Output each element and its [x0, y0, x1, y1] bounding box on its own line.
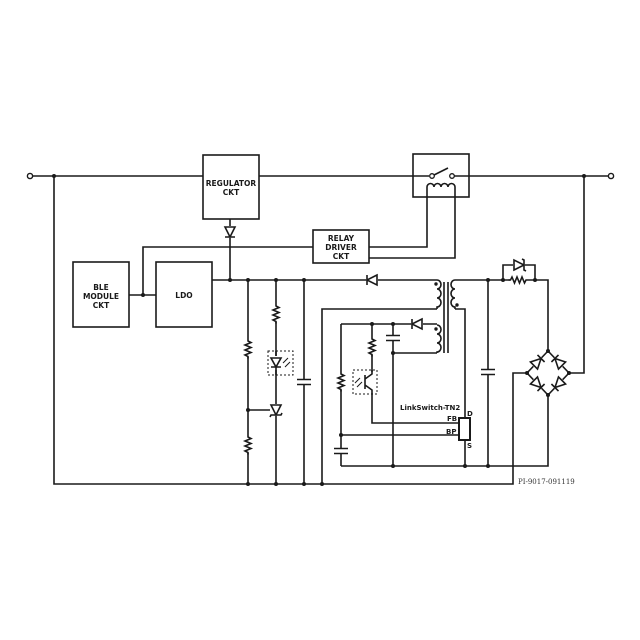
regulator-label: REGULATOR [206, 179, 257, 188]
pin-bp-label: BP [446, 428, 456, 436]
bias-diode-icon [410, 317, 424, 331]
transformer-icon [434, 279, 459, 353]
optocoupler-transistor-icon [352, 369, 459, 424]
pin-d-label: D [467, 410, 473, 418]
ble-module-block: BLE MODULE CKT [72, 261, 130, 328]
resistor-icon [335, 371, 347, 393]
capacitor-icon [332, 447, 350, 455]
relay-driver-label: RELAY [328, 234, 355, 243]
resistor-icon [270, 303, 282, 325]
ble-label-3: CKT [93, 301, 110, 310]
resistor-icon [366, 336, 378, 358]
regulator-block: REGULATOR CKT [202, 154, 260, 220]
capacitor-icon [384, 334, 402, 342]
pin-fb-label: FB [447, 415, 457, 423]
bridge-rectifier-icon [525, 349, 571, 397]
zener-icon [269, 403, 283, 418]
relay-coil-icon [426, 182, 456, 197]
diode-icon [223, 225, 237, 239]
ble-label-2: MODULE [83, 292, 119, 301]
linkswitch-ic: LinkSwitch-TN2 D FB BP S [400, 404, 473, 450]
input-terminal-left [26, 172, 34, 180]
resistor-icon [242, 338, 254, 360]
pin-s-label: S [467, 442, 472, 450]
relay-driver-block: RELAY DRIVER CKT [312, 229, 370, 264]
ldo-block: LDO [155, 261, 213, 328]
input-terminal-right [607, 172, 615, 180]
optocoupler-led-icon [267, 350, 294, 376]
ldo-label: LDO [175, 291, 192, 300]
resistor-icon [507, 274, 529, 286]
resistor-icon [242, 434, 254, 456]
ac-line-wires [26, 172, 615, 485]
capacitor-icon [295, 378, 313, 386]
relay-driver-label-3: CKT [333, 252, 350, 261]
ic-name-label: LinkSwitch-TN2 [400, 404, 460, 412]
ble-label: BLE [93, 283, 109, 292]
output-diode-icon [365, 273, 379, 287]
regulator-label-2: CKT [223, 188, 240, 197]
relay-driver-label-2: DRIVER [325, 243, 357, 252]
figure-id: PI-9017-091119 [518, 478, 575, 486]
zener-icon [512, 258, 527, 272]
capacitor-icon [479, 368, 497, 376]
relay-block [412, 153, 470, 198]
